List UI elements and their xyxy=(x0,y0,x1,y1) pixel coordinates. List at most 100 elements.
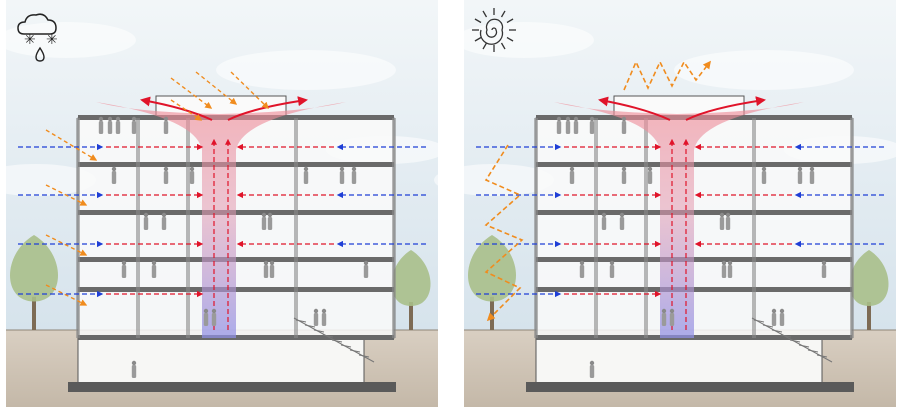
tree-crown xyxy=(849,250,889,306)
cloud-shape xyxy=(0,22,136,58)
sun-ray-arrow xyxy=(45,129,98,161)
person-body xyxy=(269,265,275,278)
person-body xyxy=(601,217,607,230)
person-figure xyxy=(797,166,803,184)
person-head xyxy=(589,360,595,366)
person-figure xyxy=(161,212,167,230)
raindrop-icon xyxy=(35,46,45,62)
person-figure xyxy=(579,260,585,278)
person-body xyxy=(721,265,727,278)
basement xyxy=(535,337,823,385)
person-figure xyxy=(719,212,725,230)
person-figure xyxy=(565,116,571,134)
person-body xyxy=(163,121,169,134)
sun-ray xyxy=(500,42,506,50)
solar-chimney xyxy=(96,102,346,338)
person-figure xyxy=(721,260,727,278)
person-body xyxy=(131,121,137,134)
person-body xyxy=(261,217,267,230)
sun-ray-arrow xyxy=(170,99,203,121)
cloud-shape xyxy=(216,50,396,90)
person-figure xyxy=(647,166,653,184)
person-head xyxy=(619,212,625,218)
person-figure xyxy=(163,166,169,184)
person-head xyxy=(621,116,627,122)
person-head xyxy=(565,116,571,122)
sun-ray xyxy=(474,18,482,24)
person-head xyxy=(339,166,345,172)
person-figure xyxy=(143,212,149,230)
person-body xyxy=(98,121,104,134)
person-body xyxy=(263,265,269,278)
person-head xyxy=(589,116,595,122)
column xyxy=(644,118,648,338)
person-body xyxy=(569,171,575,184)
person-head xyxy=(131,360,137,366)
person-head xyxy=(661,308,667,314)
person-body xyxy=(556,121,562,134)
person-body xyxy=(321,313,327,326)
person-body xyxy=(211,313,217,326)
panel-winter: ✳✳ xyxy=(0,0,446,407)
stair-rail xyxy=(751,317,833,363)
person-body xyxy=(589,365,595,378)
person-figure xyxy=(211,308,217,326)
tree-trunk xyxy=(409,302,413,330)
facade-reflection-zigzag xyxy=(484,144,524,322)
person-figure xyxy=(303,166,309,184)
cloud-outline xyxy=(17,13,57,35)
column xyxy=(850,118,854,338)
person-figure xyxy=(761,166,767,184)
cloud-shape xyxy=(674,50,854,90)
snowflake-icon: ✳ xyxy=(24,32,36,48)
person-body xyxy=(189,171,195,184)
person-head xyxy=(579,260,585,266)
roof-reflection-zigzag xyxy=(623,60,711,91)
person-head xyxy=(203,308,209,314)
person-head xyxy=(211,308,217,314)
person-figure xyxy=(619,212,625,230)
person-figure xyxy=(609,260,615,278)
person-body xyxy=(303,171,309,184)
person-head xyxy=(313,308,319,314)
cloud-shape xyxy=(0,164,96,196)
column xyxy=(752,118,756,338)
person-body xyxy=(609,265,615,278)
person-figure xyxy=(111,166,117,184)
person-body xyxy=(821,265,827,278)
person-body xyxy=(761,171,767,184)
person-head xyxy=(107,116,113,122)
person-figure xyxy=(261,212,267,230)
person-body xyxy=(351,171,357,184)
tree-trunk xyxy=(32,296,36,330)
panel-summer xyxy=(434,0,900,407)
person-body xyxy=(797,171,803,184)
exhaust-arrow-left xyxy=(598,96,671,121)
solar-chimney xyxy=(554,102,804,338)
person-body xyxy=(669,313,675,326)
person-head xyxy=(143,212,149,218)
person-head xyxy=(363,260,369,266)
person-head xyxy=(98,116,104,122)
person-body xyxy=(339,171,345,184)
person-figure xyxy=(727,260,733,278)
person-body xyxy=(661,313,667,326)
person-head xyxy=(721,260,727,266)
tree-crown xyxy=(391,250,431,306)
person-figure xyxy=(556,116,562,134)
person-figure xyxy=(131,116,137,134)
person-head xyxy=(569,166,575,172)
column xyxy=(186,118,190,338)
sun-spiral xyxy=(479,18,504,45)
person-body xyxy=(719,217,725,230)
sun-ray xyxy=(474,36,482,42)
person-body xyxy=(621,171,627,184)
person-head xyxy=(269,260,275,266)
person-head xyxy=(621,166,627,172)
person-figure xyxy=(779,308,785,326)
person-body xyxy=(203,313,209,326)
column xyxy=(392,118,396,338)
person-body xyxy=(121,265,127,278)
